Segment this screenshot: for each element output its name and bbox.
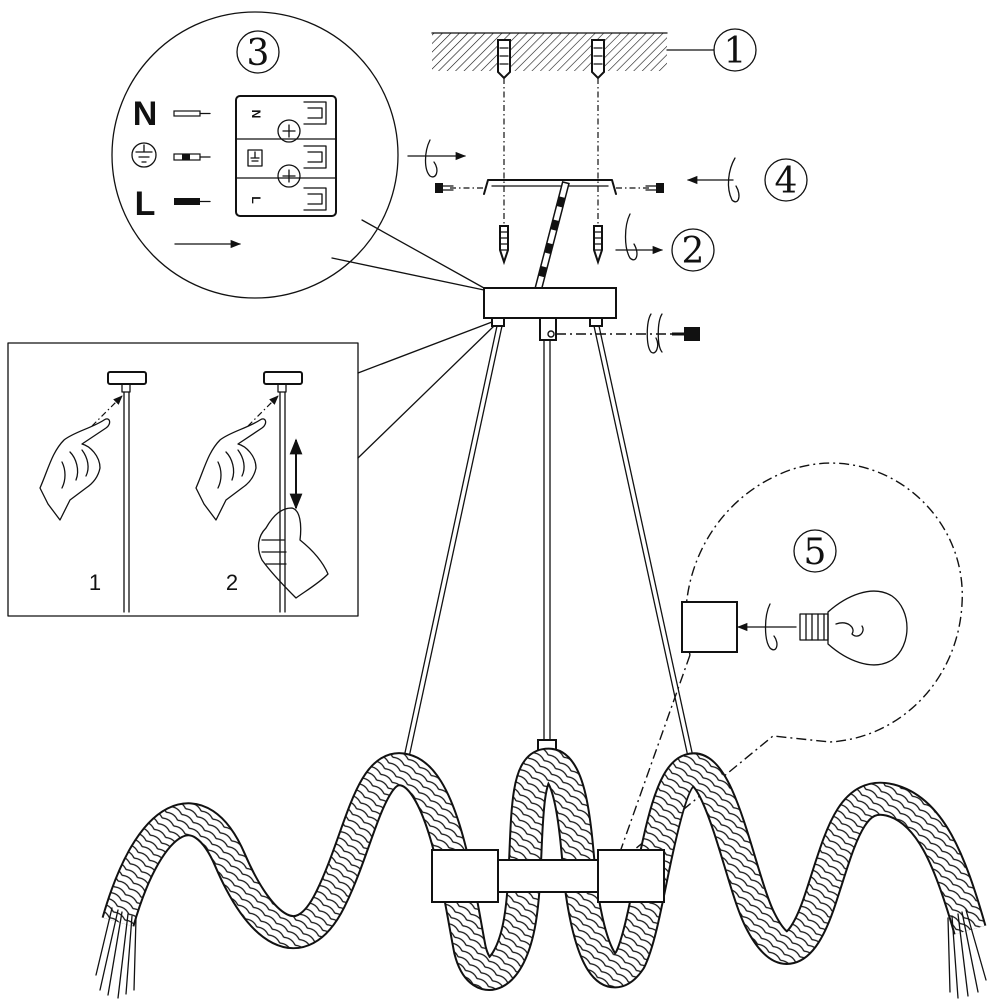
sub-step-1-label: 1 (89, 570, 101, 595)
lamp-socket (681, 601, 738, 653)
step-number-3: 3 (247, 33, 270, 74)
bulb-icon (799, 590, 908, 666)
step-marker-5: 5 (793, 529, 837, 573)
light-hub (431, 849, 665, 903)
screw-icon (499, 225, 509, 266)
ground-icon (131, 142, 157, 168)
terminal-n-label: N (249, 110, 263, 119)
step-number-1: 1 (724, 31, 747, 72)
rope-tassel-right (947, 909, 987, 999)
rotate-arrow-icon (764, 603, 778, 651)
step-number-5: 5 (804, 532, 827, 573)
step-marker-4: 4 (764, 158, 808, 202)
screw-icon (593, 225, 603, 266)
step-number-4: 4 (775, 161, 798, 202)
step-number-2: 2 (682, 231, 705, 272)
live-label: L (135, 185, 156, 223)
lamp-socket (431, 849, 499, 903)
power-cable (534, 180, 570, 292)
mounting-bracket (483, 179, 617, 195)
canopy (483, 287, 617, 341)
rope-tassel-left (95, 907, 137, 999)
wall-plug-icon (591, 39, 605, 80)
rope-frame (95, 747, 987, 999)
step-marker-3: 3 (236, 30, 280, 74)
cable-adjust-inset: 1 2 (7, 321, 495, 617)
ground-wire (173, 153, 211, 161)
screw-icon (435, 183, 454, 193)
wiring-callout: 3 N L N L (111, 11, 485, 299)
rotate-arrow-icon (407, 139, 467, 178)
hand-icon (39, 418, 111, 521)
neutral-label: N (133, 95, 158, 133)
step-marker-1: 1 (713, 28, 757, 72)
lamp-socket (597, 849, 665, 903)
rotate-arrow-icon (646, 313, 663, 354)
suspension-cables (402, 325, 696, 767)
hand-icon (195, 418, 267, 521)
live-wire (174, 198, 211, 205)
rotate-arrow-icon (686, 157, 740, 203)
rotate-arrow-icon (615, 213, 664, 261)
sub-step-2-label: 2 (226, 570, 238, 595)
neutral-wire (173, 110, 211, 117)
hand-icon (257, 507, 329, 599)
screw-icon (645, 183, 664, 193)
bulb-callout: 5 (611, 462, 963, 869)
terminal-block: N L (235, 95, 337, 217)
terminal-l-label: L (249, 196, 263, 203)
ceiling (431, 32, 668, 71)
screwdriver-icon (672, 327, 700, 341)
step-marker-2: 2 (671, 228, 715, 272)
wall-plug-icon (497, 39, 511, 80)
